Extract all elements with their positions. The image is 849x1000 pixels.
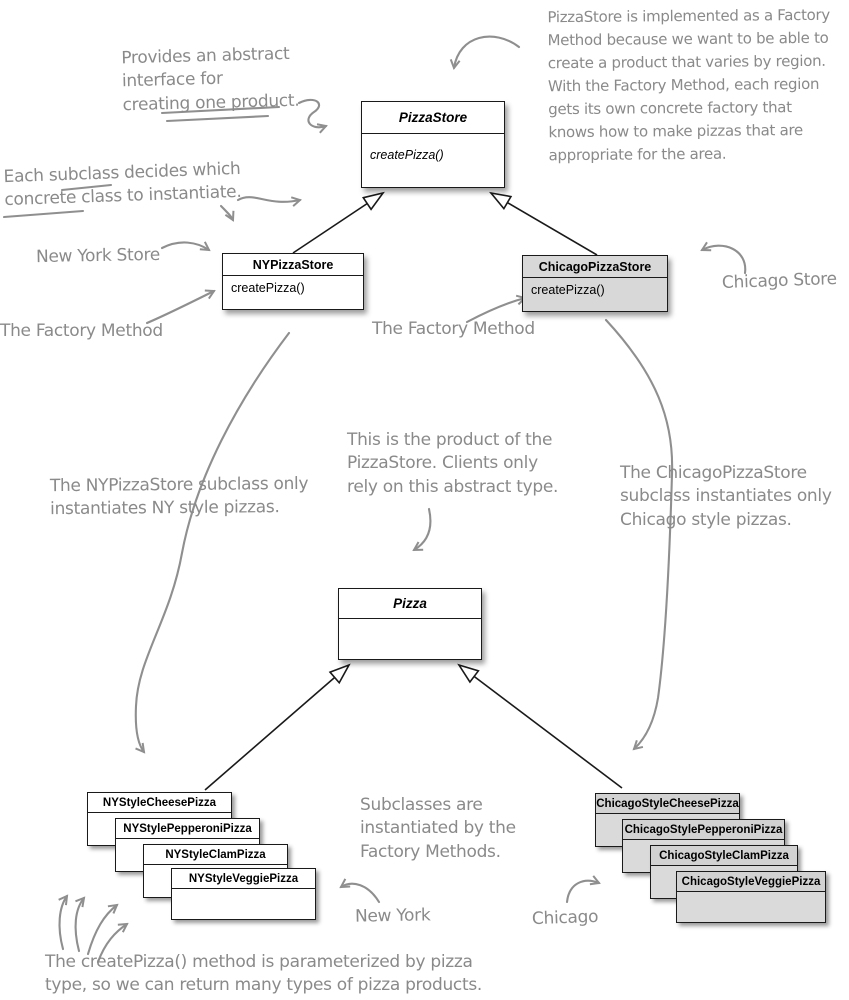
note-subclasses-instantiated: Subclasses are instantiated by the Facto… [360,795,516,862]
arrow-bottom-squiggle-1 [58,894,69,951]
note-factory-method-explanation: PizzaStore is implemented as a Factory M… [547,5,831,164]
underline-one-product-2 [165,114,270,123]
label-chicago-store: Chicago Store [721,269,838,293]
arrow-factorymethod-left [145,289,216,325]
note-product-abstract-type: This is the product of the PizzaStore. C… [347,430,559,497]
class-title-chicagostylepepperonipizza: ChicagoStylePepperoniPizza [623,820,784,840]
arrow-note-to-pizzastore [449,35,521,71]
inheritance-line-chicagostylepizza [457,663,623,789]
inheritance-line-nypizzastore [292,191,385,254]
class-title-nystyleveggiepizza: NYStyleVeggiePizza [172,869,315,889]
note-chicago-subclass: The ChicagoPizzaStore subclass instantia… [620,463,832,530]
inheritance-line-nystylepizza [204,663,351,791]
label-new-york: New York [354,905,431,927]
note-provides-abstract: Provides an abstract interface for creat… [121,43,300,116]
class-title-nystyleclampizza: NYStyleClamPizza [144,845,287,865]
arrow-chicago-long-curve [604,318,674,751]
note-each-subclass: Each subclass decides which concrete cla… [3,158,242,211]
arrow-provides-to-pizzastore [297,98,328,134]
class-box-nystyleveggiepizza: NYStyleVeggiePizza [171,868,316,920]
arrow-ny-long-curve [134,331,291,754]
method-createpizza-chicago: createPizza() [531,283,605,297]
arrow-bottom-squiggle-2 [74,896,86,953]
note-ny-subclass: The NYPizzaStore subclass only instantia… [49,473,309,520]
method-createpizza-ny: createPizza() [231,281,305,295]
label-factory-method-left: The Factory Method [0,321,163,341]
class-box-nypizzastore: NYPizzaStore createPizza() [222,253,364,310]
class-box-chicagopizzastore: ChicagoPizzaStore createPizza() [522,255,668,312]
label-factory-method-mid: The Factory Method [372,319,535,339]
class-title-chicagostyleveggiepizza: ChicagoStyleVeggiePizza [677,872,825,892]
class-title-pizzastore: PizzaStore [362,102,504,134]
class-title-chicagostyleclampizza: ChicagoStyleClamPizza [651,846,797,866]
arrow-newyork-label [339,878,381,904]
class-title-chicagopizzastore: ChicagoPizzaStore [523,256,667,278]
arrow-chicagostore-label [700,241,747,275]
inheritance-line-chicagopizzastore [489,191,598,256]
class-box-pizza: Pizza [338,588,482,660]
method-createpizza-abstract: createPizza() [370,148,444,162]
class-box-pizzastore: PizzaStore createPizza() [361,101,505,188]
note-createpizza-parameterized: The createPizza() method is parameterize… [45,952,483,996]
class-title-nystylecheesepizza: NYStyleCheesePizza [88,793,231,813]
arrow-newyorkstore-label [160,241,211,252]
arrow-subclass-note-right [236,196,302,207]
arrow-product-note-down [412,507,432,552]
class-body-pizza-empty [339,619,481,631]
arrow-chicago-label [565,875,601,904]
class-title-nypizzastore: NYPizzaStore [223,254,363,276]
class-title-nystylepepperonipizza: NYStylePepperoniPizza [116,819,259,839]
arrow-subclass-note-down [219,204,235,222]
class-title-pizza: Pizza [339,589,481,619]
class-box-chicagostyleveggiepizza: ChicagoStyleVeggiePizza [676,871,826,923]
arrow-bottom-squiggle-3 [86,903,119,956]
label-chicago: Chicago [531,906,599,930]
class-title-chicagostylecheesepizza: ChicagoStyleCheesePizza [596,794,739,814]
label-new-york-store: New York Store [35,244,161,268]
